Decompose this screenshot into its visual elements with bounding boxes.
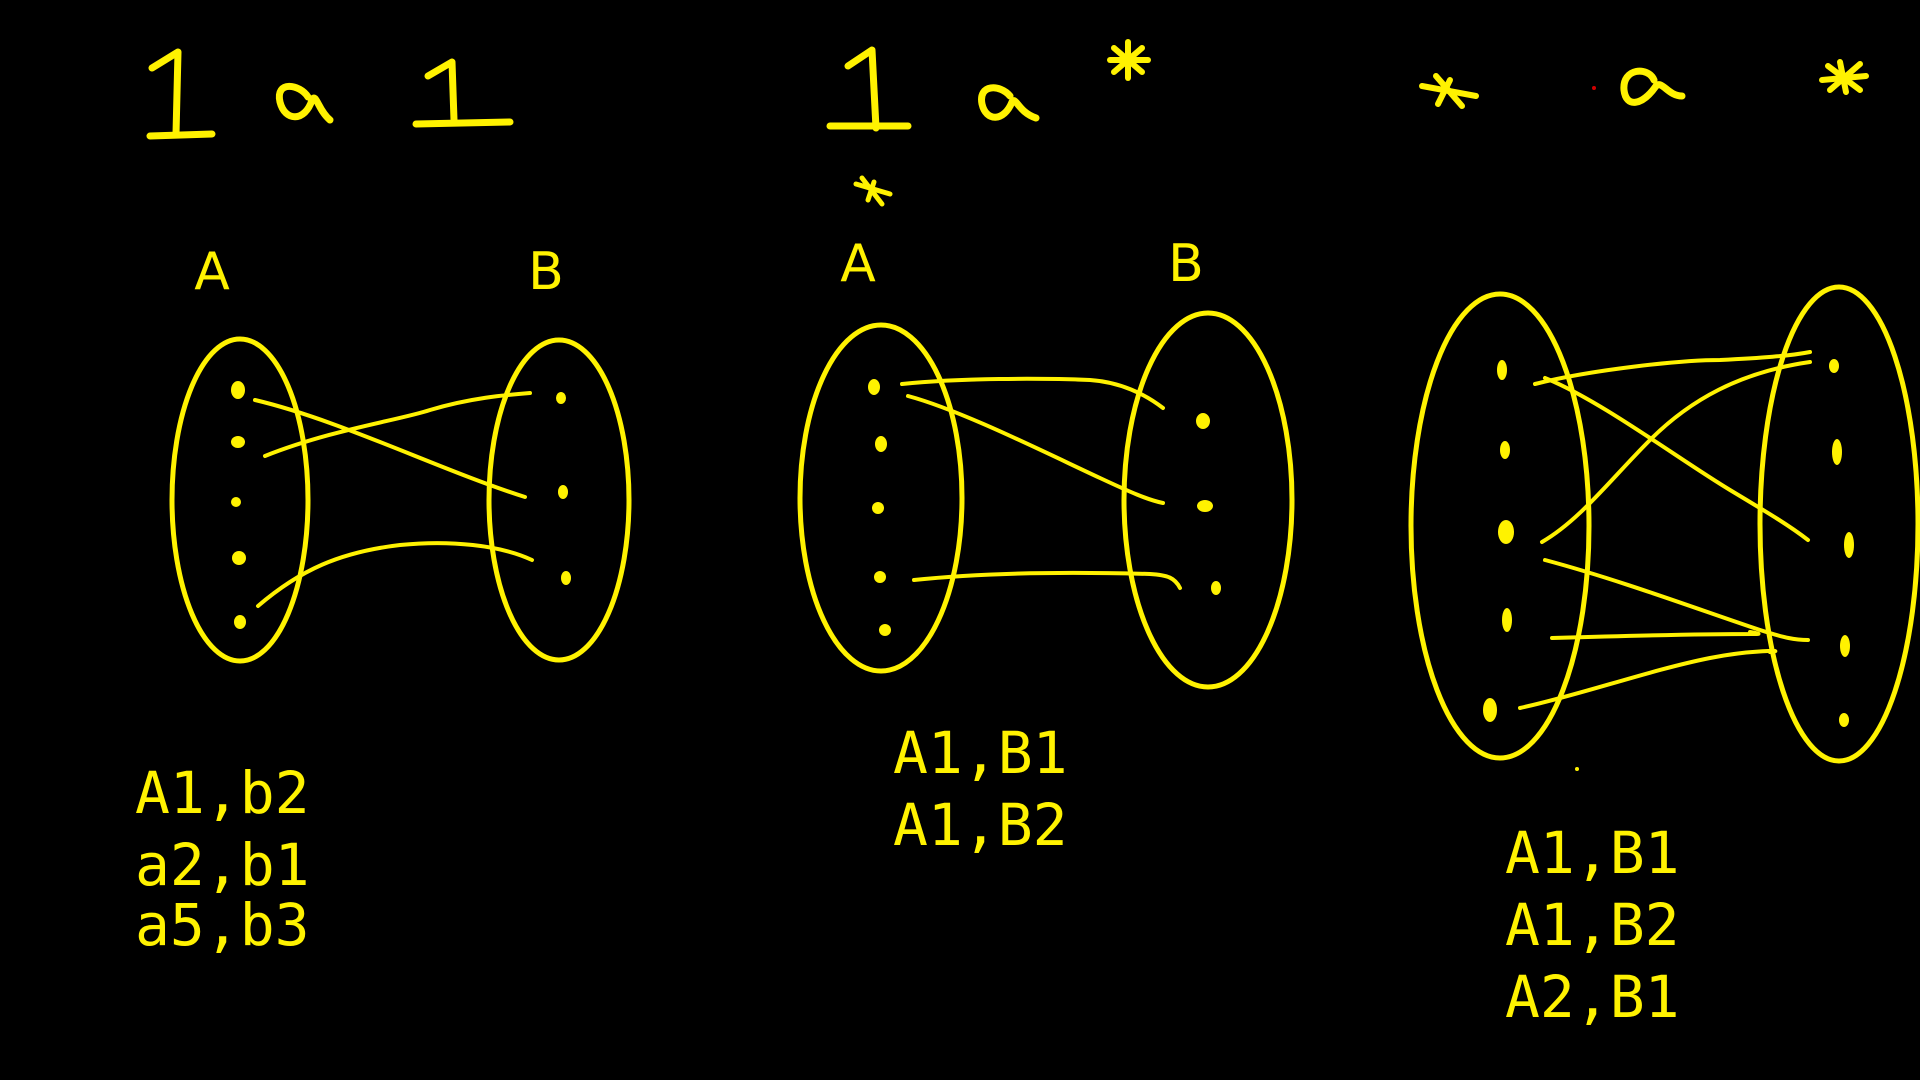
set-b-elements-2: [1196, 413, 1221, 595]
pair-text: A1,b2: [135, 759, 310, 827]
pair-text: A1,B2: [1505, 891, 1680, 959]
mapping-lines-3: [1518, 350, 1812, 710]
pair-text: A1,B1: [893, 719, 1068, 787]
connector-a: [1620, 67, 1686, 106]
set-a-ellipse-2: [797, 322, 965, 674]
panel-one-to-many: [826, 39, 1151, 207]
stray-red-dot: [1592, 86, 1596, 90]
set-b-label-2: B: [1168, 234, 1204, 294]
cardinality-many-asterisk: [1107, 39, 1151, 81]
set-a-ellipse-1: [169, 336, 311, 664]
set-b-ellipse-3: [1757, 284, 1920, 764]
panel-many-to-many: [1419, 59, 1869, 109]
pair-text: A2,B1: [1505, 963, 1680, 1031]
cardinality-one: [826, 46, 912, 132]
pair-text: A1,B1: [1505, 819, 1680, 887]
cardinality-one-right: [412, 58, 514, 128]
mapping-lines-1: [253, 391, 534, 608]
set-a-ellipse-3: [1408, 291, 1592, 761]
stray-yellow-dot: [1575, 767, 1579, 771]
pair-text: a5,b3: [135, 891, 310, 959]
cardinality-many-asterisk-small: [853, 175, 893, 207]
pairs-panel-2: A1,B1 A1,B2: [893, 719, 1068, 859]
set-b-ellipse-1: [486, 337, 632, 663]
set-b-elements-1: [556, 392, 571, 585]
set-b-label-1: B: [528, 242, 564, 302]
set-a-elements-1: [231, 381, 246, 629]
cardinality-many-right: [1819, 59, 1869, 95]
cardinality-one-left: [146, 48, 216, 140]
set-a-label-2: A: [840, 234, 876, 294]
cardinality-many-left: [1419, 73, 1479, 109]
connector-a: [978, 84, 1040, 122]
pair-text: A1,B2: [893, 791, 1068, 859]
panel-one-to-one: [146, 48, 514, 140]
pairs-panel-3: A1,B1 A1,B2 A2,B1: [1505, 819, 1680, 1031]
set-b-ellipse-2: [1121, 310, 1295, 690]
pair-text: a2,b1: [135, 831, 310, 899]
set-b-elements-3: [1829, 359, 1854, 727]
set-a-elements-2: [868, 379, 891, 636]
set-a-elements-3: [1483, 360, 1514, 722]
pairs-panel-1: A1,b2 a2,b1 a5,b3: [135, 759, 310, 959]
set-a-label-1: A: [194, 242, 230, 302]
connector-a: [275, 82, 334, 124]
mapping-lines-2: [900, 376, 1182, 590]
